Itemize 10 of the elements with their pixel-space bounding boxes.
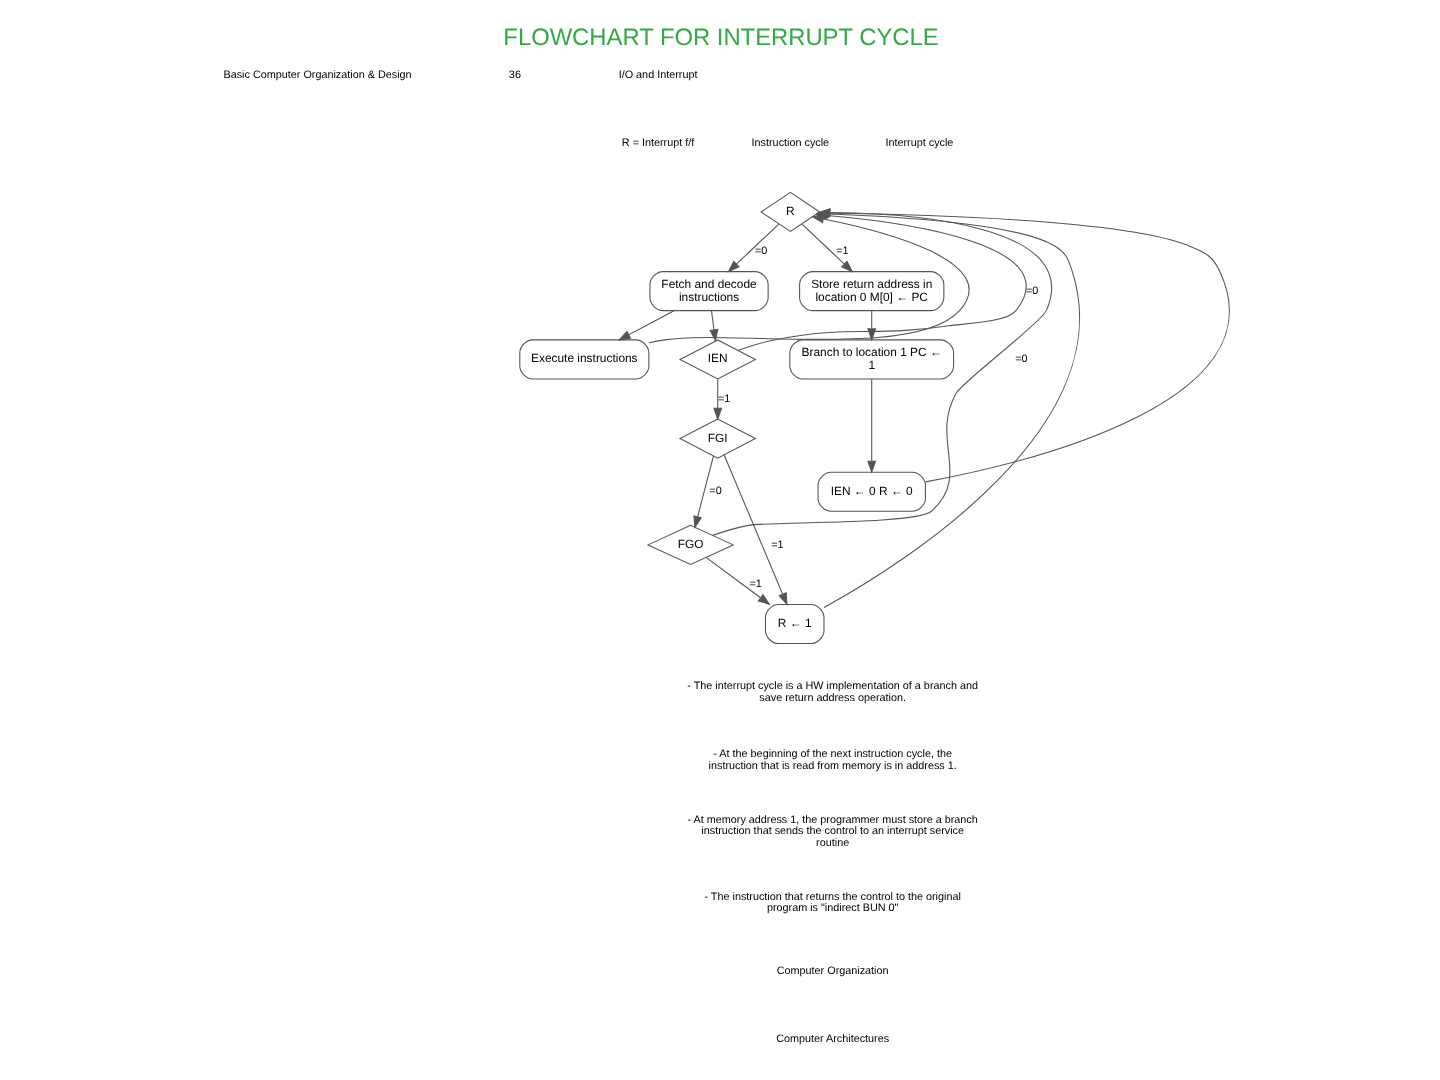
- arrow: [616, 310, 674, 341]
- arrow: [704, 557, 770, 606]
- arrow: [866, 378, 876, 474]
- arrow: [722, 454, 787, 606]
- arrow: [800, 223, 853, 273]
- arrow: [692, 455, 713, 529]
- diagram-title: FLOWCHART FOR INTERRUPT CYCLE: [502, 22, 938, 51]
- arrow: [708, 310, 718, 343]
- arrow: [712, 378, 722, 421]
- arrow: [726, 223, 779, 273]
